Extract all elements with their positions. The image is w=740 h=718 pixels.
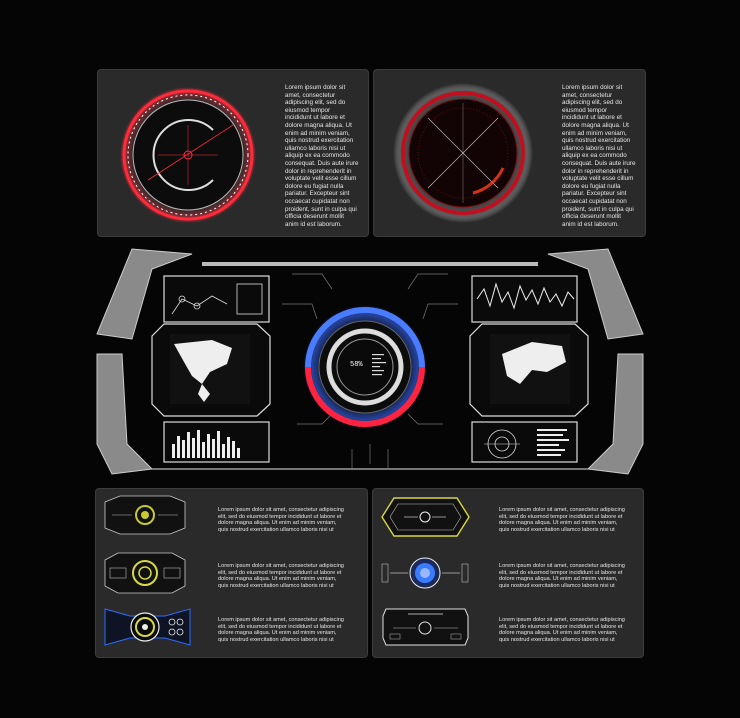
yellow-gauge-widget-icon (104, 552, 186, 594)
bottom-left-row-3-text: Lorem ipsum dolor sit amet, consectetur … (218, 617, 344, 643)
bottom-right-row-1-text: Lorem ipsum dolor sit amet, consectetur … (499, 507, 625, 533)
yellow-hex-frame-icon (381, 497, 470, 537)
top-right-description: Lorem ipsum dolor sit amet, consectetur … (562, 84, 636, 228)
reactor-percent-readout: 58% (350, 361, 363, 369)
reactor-core-icon (303, 305, 427, 429)
blue-radar-widget-icon (104, 608, 191, 646)
bottom-right-row-3-text: Lorem ipsum dolor sit amet, consectetur … (499, 617, 625, 643)
hud-frame (96, 248, 644, 475)
yellow-hud-widget-icon (104, 495, 186, 535)
bottom-right-row-2-text: Lorem ipsum dolor sit amet, consectetur … (499, 563, 625, 589)
red-radar-dial-icon (120, 87, 256, 223)
bottom-left-row-1-text: Lorem ipsum dolor sit amet, consectetur … (218, 507, 344, 533)
top-left-description: Lorem ipsum dolor sit amet, consectetur … (285, 84, 359, 228)
bottom-left-row-2-text: Lorem ipsum dolor sit amet, consectetur … (218, 563, 344, 589)
white-target-frame-icon (382, 608, 469, 646)
blue-orb-widget-icon (381, 557, 469, 589)
dark-red-scanner-icon (393, 83, 533, 223)
